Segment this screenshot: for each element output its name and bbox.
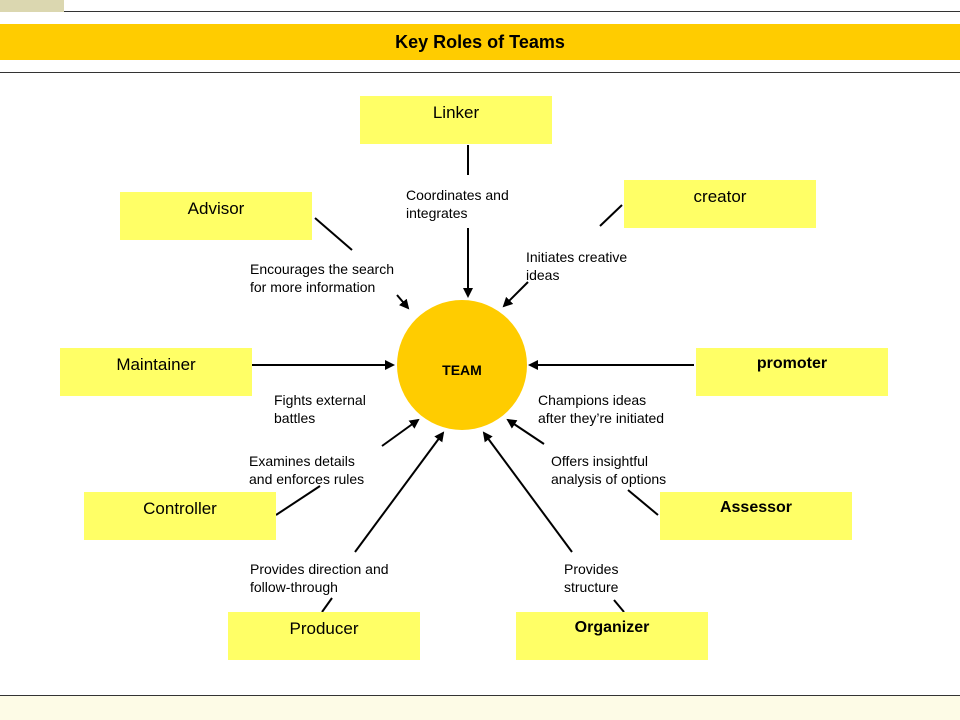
desc-producer: Provides direction and follow-through [250, 561, 389, 595]
role-box-maintainer: Maintainer [60, 348, 252, 396]
role-label-maintainer: Maintainer [116, 355, 196, 374]
controller-arrow [381, 418, 420, 447]
team-label: TEAM [442, 362, 482, 378]
role-label-promoter: promoter [756, 355, 828, 372]
desc-promoter: Champions ideas after they’re initiated [538, 392, 665, 426]
advisor-arrow [396, 294, 410, 310]
role-box-advisor: Advisor [120, 192, 312, 240]
role-box-producer: Producer [228, 612, 420, 660]
desc-controller: Examines details and enforces rules [249, 453, 365, 487]
role-box-promoter: promoter [696, 348, 888, 396]
desc-advisor: Encourages the search for more informati… [250, 261, 394, 295]
creator-arrow [502, 281, 529, 308]
organizer-arrow [482, 431, 573, 553]
title-divider [0, 72, 960, 73]
role-box-creator: creator [624, 180, 816, 228]
producer-connector [321, 597, 333, 613]
desc-linker: Coordinates and integrates [406, 187, 509, 221]
creator-connector [599, 204, 623, 227]
top-tab [0, 0, 64, 12]
role-label-controller: Controller [143, 499, 217, 518]
role-label-linker: Linker [432, 103, 480, 122]
role-label-advisor: Advisor [187, 199, 245, 218]
team-circle: TEAM [397, 300, 527, 430]
desc-assessor: Offers insightful analysis of options [551, 453, 667, 487]
controller-connector [275, 485, 321, 516]
slide-title: Key Roles of Teams [0, 24, 960, 60]
role-label-producer: Producer [289, 619, 359, 638]
role-box-controller: Controller [84, 492, 276, 540]
desc-maintainer: Fights external battles [274, 392, 366, 426]
role-label-creator: creator [693, 187, 747, 206]
role-label-assessor: Assessor [719, 499, 793, 516]
role-box-organizer: Organizer [516, 612, 708, 660]
role-label-organizer: Organizer [574, 619, 650, 636]
desc-organizer: Provides structure [564, 561, 619, 595]
organizer-connector [613, 599, 625, 613]
assessor-connector [627, 489, 659, 516]
top-bar [0, 0, 960, 12]
producer-arrow [354, 431, 445, 553]
footer-divider [0, 695, 960, 696]
role-box-linker: Linker [360, 96, 552, 144]
advisor-connector [314, 217, 353, 251]
role-box-assessor: Assessor [660, 492, 852, 540]
desc-creator: Initiates creative ideas [526, 249, 628, 283]
footer-band [0, 696, 960, 720]
assessor-arrow [506, 418, 545, 445]
top-rule [64, 11, 960, 12]
